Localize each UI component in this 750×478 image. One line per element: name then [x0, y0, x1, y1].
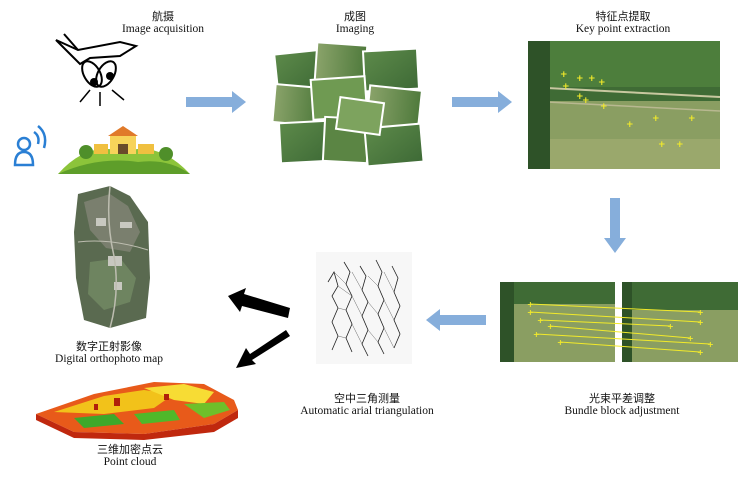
landscape-icon: [58, 126, 190, 174]
imaging-label-zh: 成图: [344, 10, 366, 23]
keypoint-label-zh: 特征点提取: [595, 10, 651, 23]
flow-arrow-3: [604, 198, 626, 253]
svg-text:+: +: [533, 330, 540, 339]
svg-text:+: +: [560, 70, 568, 80]
triangulation-label-zh: 空中三角测量: [334, 392, 400, 405]
acquisition-label-zh: 航摄: [152, 10, 174, 23]
keypoint-label-en: Key point extraction: [575, 23, 671, 35]
svg-text:+: +: [576, 92, 584, 102]
imaging-label: 成图 Imaging: [300, 10, 410, 36]
svg-text:+: +: [667, 322, 674, 331]
acquisition-label-en: Image acquisition: [121, 23, 205, 35]
svg-text:+: +: [688, 114, 696, 124]
acquisition-label: 航摄 Image acquisition: [108, 10, 218, 36]
pointcloud-label: 三维加密点云 Point cloud: [70, 443, 190, 469]
operator-wifi-icon: [13, 125, 47, 167]
imaging-label-en: Imaging: [335, 23, 375, 35]
triangulation-label: 空中三角测量 Automatic arial triangulation: [292, 392, 442, 418]
bundle-label: 光束平差调整 Bundle block adjustment: [552, 392, 692, 418]
flow-arrow-4: [426, 309, 486, 331]
svg-text:+: +: [527, 300, 534, 309]
svg-text:+: +: [707, 340, 714, 349]
pointcloud-label-en: Point cloud: [103, 456, 157, 468]
svg-text:+: +: [598, 78, 606, 88]
svg-text:+: +: [576, 74, 584, 84]
svg-text:+: +: [626, 120, 634, 130]
triangulation-label-en: Automatic arial triangulation: [300, 405, 434, 417]
keypoint-label: 特征点提取 Key point extraction: [558, 10, 688, 36]
svg-text:+: +: [687, 334, 694, 343]
svg-text:+: +: [547, 322, 554, 331]
orthophoto-label: 数字正射影像 Digital orthophoto map: [34, 340, 184, 366]
svg-text:+: +: [658, 140, 666, 150]
bundle-image-pair: +++ +++ +++ +++: [500, 282, 738, 362]
flow-arrow-1: [186, 91, 246, 113]
svg-text:+: +: [676, 140, 684, 150]
orthophoto-label-zh: 数字正射影像: [76, 340, 142, 353]
bundle-label-en: Bundle block adjustment: [564, 405, 680, 417]
svg-text:+: +: [697, 348, 704, 357]
svg-text:+: +: [600, 102, 608, 112]
bundle-label-zh: 光束平差调整: [589, 392, 655, 405]
output-arrow-pointcloud: [236, 330, 290, 368]
pointcloud-image: [36, 382, 238, 440]
svg-text:+: +: [562, 82, 570, 92]
svg-text:+: +: [588, 74, 596, 84]
svg-text:+: +: [697, 308, 704, 317]
drone-icon: [55, 33, 139, 106]
triangulation-image: [316, 252, 412, 364]
svg-text:+: +: [652, 114, 660, 124]
svg-text:+: +: [697, 318, 704, 327]
orthophoto-label-en: Digital orthophoto map: [55, 353, 163, 365]
svg-text:+: +: [537, 316, 544, 325]
flow-arrow-2: [452, 91, 512, 113]
svg-text:+: +: [527, 308, 534, 317]
svg-text:+: +: [557, 338, 564, 347]
keypoint-image: +++ +++ +++ +++ +: [528, 41, 720, 169]
orthophoto-image: [74, 185, 150, 329]
output-arrow-orthophoto: [228, 288, 290, 318]
svg-text:+: +: [582, 96, 590, 106]
pointcloud-label-zh: 三维加密点云: [97, 443, 163, 456]
image-mosaic: [272, 42, 425, 168]
